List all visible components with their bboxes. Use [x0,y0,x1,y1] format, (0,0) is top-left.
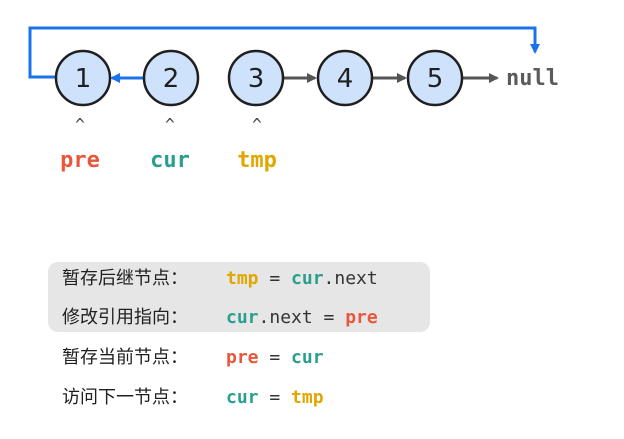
null-label: null [506,66,559,91]
step-1-token-1: tmp [226,268,259,289]
step-2-token-3: pre [345,307,378,328]
node-2-label: 2 [163,64,180,94]
step-1-code: tmp = cur.next [226,268,378,289]
step-4-code: cur = tmp [226,387,324,408]
cur-pointer-label: cur [150,148,190,173]
step-3-token-2: = [259,347,292,368]
step-1-token-4: .next [324,268,378,289]
step-row-1: 暂存后继节点： tmp = cur.next [62,268,378,289]
loop-arrow [28,26,540,79]
step-1-token-2: = [259,268,292,289]
tmp-caret: ^ [252,115,262,134]
step-3-code: pre = cur [226,347,324,368]
step-row-2: 修改引用指向： cur.next = pre [62,307,378,328]
step-row-4: 访问下一节点： cur = tmp [62,387,324,408]
node-1-label: 1 [75,64,92,94]
step-2-token-2: .next = [259,307,346,328]
node-2: 2 [142,49,200,107]
step-4-token-1: cur [226,387,259,408]
step-1-label: 暂存后继节点： [62,268,188,289]
step-2-token-1: cur [226,307,259,328]
tmp-pointer-label: tmp [237,148,277,173]
node-1: 1 [54,49,112,107]
step-3-label: 暂存当前节点： [62,347,188,368]
steps-highlight [48,262,430,332]
pre-caret: ^ [75,115,85,134]
cur-caret: ^ [165,115,175,134]
node-5: 5 [406,49,464,107]
step-4-token-2: = [259,387,292,408]
node-3: 3 [227,49,285,107]
step-3-token-3: cur [291,347,324,368]
node-3-label: 3 [248,64,265,94]
node-4-label: 4 [337,64,354,94]
step-row-3: 暂存当前节点： pre = cur [62,347,324,368]
step-2-code: cur.next = pre [226,307,378,328]
node-4: 4 [316,49,374,107]
pre-pointer-label: pre [60,148,100,173]
step-2-label: 修改引用指向： [62,307,188,328]
step-4-label: 访问下一节点： [62,387,188,408]
node-5-label: 5 [427,64,444,94]
step-4-token-3: tmp [291,387,324,408]
step-1-token-3: cur [291,268,324,289]
step-3-token-1: pre [226,347,259,368]
